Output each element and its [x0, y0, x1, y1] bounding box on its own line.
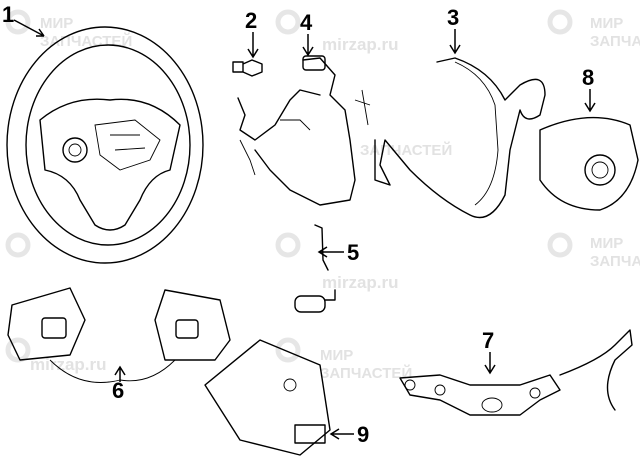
callout-8: 8: [582, 65, 596, 113]
watermark-site: mirzap.ru: [322, 273, 399, 292]
part-airbag: [539, 116, 639, 211]
callout-9: 9: [329, 422, 369, 447]
callout-number: 7: [482, 328, 494, 353]
watermark-brand: ЗАПЧАСТЕЙ: [40, 32, 132, 50]
watermark-brand: ЗАПЧАСТЕЙ: [320, 364, 412, 382]
callout-number: 2: [245, 8, 257, 33]
part-control-module: [204, 339, 331, 456]
watermark-brand: МИР: [590, 235, 623, 252]
part-sensor: [294, 224, 336, 313]
callout-6: 6: [112, 365, 126, 403]
watermark-logo-icon: [5, 9, 573, 363]
watermark-brand: ЗАПЧАСТЕЙ: [590, 32, 640, 50]
callout-number: 3: [447, 5, 459, 30]
watermark-brand: МИР: [590, 15, 623, 32]
callout-number: 5: [347, 240, 359, 265]
callout-2: 2: [245, 8, 259, 59]
watermark-brand: ЗАПЧАСТЕЙ: [360, 141, 452, 159]
part-steering-wheel: [6, 26, 204, 264]
callout-number: 9: [357, 422, 369, 447]
callout-3: 3: [447, 5, 461, 55]
callout-number: 6: [112, 378, 124, 403]
part-bracket: [399, 329, 633, 416]
part-trim-cover: [374, 57, 546, 219]
watermark-brand: МИР: [40, 15, 73, 32]
watermark-site: mirzap.ru: [322, 35, 399, 54]
callout-5: 5: [317, 240, 359, 265]
part-bolt: [232, 59, 263, 77]
callout-1: 1: [2, 2, 45, 37]
callout-number: 1: [2, 2, 14, 27]
watermark-brand: ЗАПЧАСТЕЙ: [590, 252, 640, 270]
callout-7: 7: [482, 328, 496, 375]
callout-number: 4: [300, 10, 313, 35]
part-wiring-harness: [237, 55, 371, 206]
watermark-layer: mirzap.ru mirzap.ru mirzap.ru МИР ЗАПЧАС…: [5, 9, 640, 382]
callout-4: 4: [300, 10, 314, 57]
callout-number: 8: [582, 65, 594, 90]
watermark-brand: МИР: [320, 347, 353, 364]
watermark-site: mirzap.ru: [30, 355, 107, 374]
